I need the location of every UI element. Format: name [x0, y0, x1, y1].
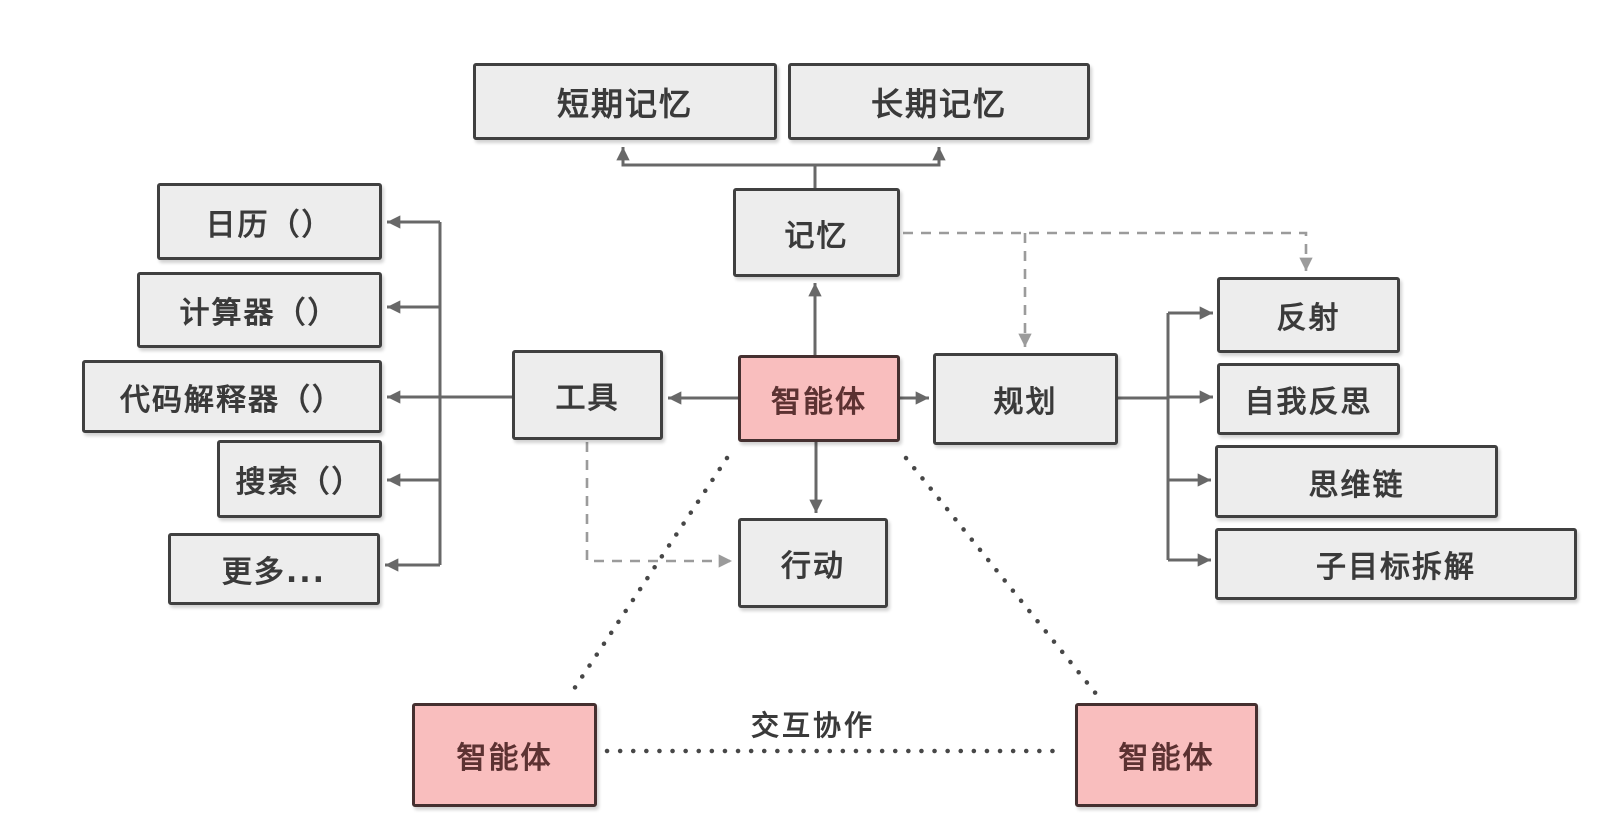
- node-self-reflection: 自我反思: [1217, 363, 1400, 435]
- node-code-interpreter-label: 代码解释器（）: [120, 382, 344, 418]
- node-memory-label: 记忆: [784, 218, 849, 254]
- node-memory: 记忆: [733, 188, 900, 277]
- node-action-label: 行动: [781, 549, 845, 584]
- node-self-reflection-label: 自我反思: [1244, 385, 1373, 420]
- node-long-term-memory-label: 长期记忆: [870, 84, 1007, 123]
- node-short-term-memory: 短期记忆: [473, 63, 777, 140]
- node-chain-of-thought: 思维链: [1215, 445, 1498, 518]
- edge-agent-to-agent-right-dotted: [903, 455, 1100, 698]
- node-planning-label: 规划: [993, 385, 1058, 420]
- node-tools: 工具: [512, 350, 663, 440]
- edge-tools-to-action-dashed: [585, 442, 732, 568]
- node-agent-left-label: 智能体: [456, 741, 553, 776]
- node-chain-of-thought-label: 思维链: [1308, 467, 1405, 503]
- node-tools-label: 工具: [555, 381, 620, 416]
- node-planning: 规划: [933, 353, 1118, 445]
- node-agent-left: 智能体: [412, 703, 597, 807]
- node-agent: 智能体: [738, 355, 900, 442]
- node-short-term-memory-label: 短期记忆: [556, 84, 693, 123]
- node-more: 更多...: [168, 533, 380, 605]
- node-long-term-memory: 长期记忆: [788, 63, 1090, 140]
- edge-memory-to-long-term: [815, 147, 946, 167]
- collaboration-edge-label: 交互协作: [750, 709, 875, 742]
- edge-memory-to-reflection-dashed: [903, 231, 1313, 271]
- node-agent-right: 智能体: [1075, 703, 1258, 807]
- node-subgoal-decomposition-label: 子目标拆解: [1316, 550, 1476, 585]
- node-calculator: 计算器（）: [137, 272, 382, 348]
- node-reflection-label: 反射: [1276, 301, 1341, 336]
- node-agent-right-label: 智能体: [1118, 741, 1215, 776]
- node-agent-label: 智能体: [771, 384, 867, 420]
- node-action: 行动: [738, 518, 888, 608]
- node-calculator-label: 计算器（）: [179, 296, 340, 331]
- node-calendar: 日历（）: [157, 183, 382, 260]
- edge-agent-to-agent-left-dotted: [567, 455, 730, 698]
- node-calendar-label: 日历（）: [205, 207, 334, 243]
- node-more-label: 更多...: [221, 555, 327, 590]
- node-reflection: 反射: [1217, 277, 1400, 353]
- node-search: 搜索（）: [217, 440, 382, 518]
- node-subgoal-decomposition: 子目标拆解: [1215, 528, 1577, 600]
- edge-memory-to-short-term: [616, 147, 815, 167]
- node-code-interpreter: 代码解释器（）: [82, 360, 382, 433]
- node-search-label: 搜索（）: [235, 465, 364, 500]
